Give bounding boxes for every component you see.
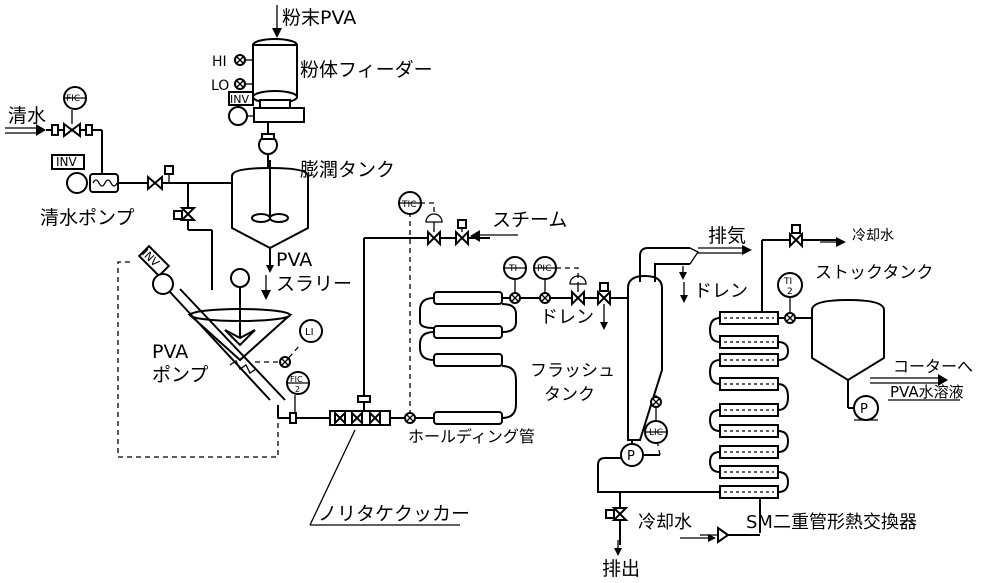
discharge-label: 排出 [602,558,640,580]
powder-pva-label: 粉末PVA [282,7,356,29]
inv-pump-box [51,154,85,170]
ti2-label-1: TI [783,277,792,287]
steam-label: スチーム [492,209,567,231]
swelling-tank [231,154,309,300]
li-label: LI [305,327,314,338]
cooling-water-bottom-label: 冷却水 [638,512,692,533]
tic-label: TIC [401,200,416,210]
drain-label-1: ドレン [540,307,594,328]
pva-slurry-label-2: スラリー [276,273,352,295]
stock-tank [811,298,960,421]
to-coater-label: コーターへ [893,357,973,376]
swelling-tank-label: 膨潤タンク [300,159,395,181]
fic-water-label: FIC [66,94,80,104]
noritake-cooker [309,191,518,526]
p-stock-label: P [860,402,868,417]
sm-heat-exchanger-label: SM二重管形熱交換器 [746,512,917,533]
holding-pipe [390,256,611,425]
noritake-cooker-label: ノリタケクッカー [318,503,470,525]
flash-tank-label-2: タンク [544,385,595,405]
sm-heat-exchanger [605,224,846,556]
inv-feeder-label: INV [230,93,249,106]
stock-tank-label: ストックタンク [815,263,933,283]
p-flash-label: P [627,449,635,464]
flash-tank [597,245,752,493]
pva-pump-label-1: PVA [152,341,188,363]
fic-pva-label-2: 2 [295,385,300,394]
cooling-water-top-label: 冷却水 [852,228,894,244]
labels: 粉末PVA 粉体フィーダー HI LO INV 清水 FIC INV 清水ポンプ… [8,7,973,580]
pva-slurry-label-1: PVA [276,249,312,271]
pva-pump-hopper [117,244,330,458]
powder-feeder [228,5,305,155]
ti2-label-2: 2 [787,287,793,297]
hi-label: HI [212,54,227,70]
inv-pva-pump-box [137,244,171,278]
drain-label-2: ドレン [694,281,748,302]
lic-label: LIC [649,428,663,438]
fic-pva-label-1: FIC [290,375,303,384]
ti-flash-label: TI [508,264,517,274]
lo-label: LO [211,78,229,94]
fresh-water-pump-label: 清水ポンプ [40,207,134,229]
holding-pipe-label: ホールディング管 [408,427,535,446]
pva-pump-label-2: ポンプ [152,364,208,386]
inv-pump-label: INV [56,155,78,169]
exhaust-label: 排気 [708,225,746,247]
inv-feeder-box [228,91,254,106]
fresh-water-label: 清水 [8,105,46,127]
pic-label: PIC [537,264,551,274]
flash-tank-label-1: フラッシュ [530,361,615,381]
fresh-water-line [5,86,232,290]
pva-solution-label: PVA水溶液 [890,383,964,401]
powder-feeder-label: 粉体フィーダー [300,59,433,81]
